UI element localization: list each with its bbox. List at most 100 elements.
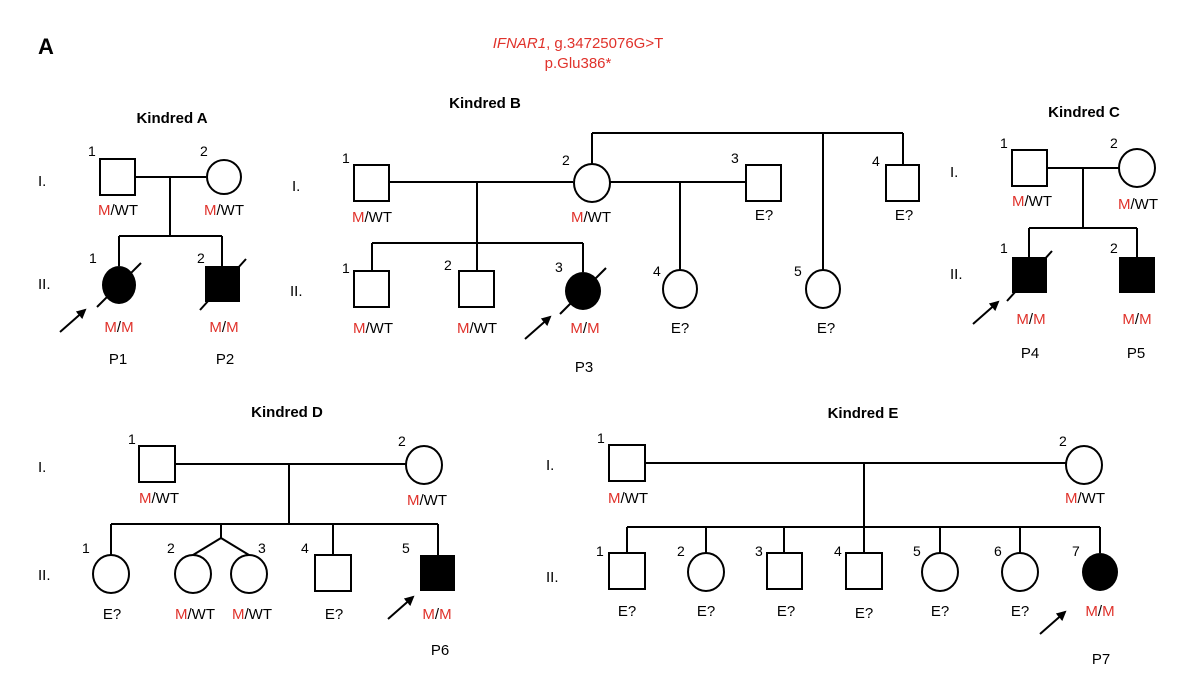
generation-label: I. [950, 164, 958, 181]
patient-label: P6 [431, 642, 449, 659]
member-number: 7 [1072, 543, 1080, 559]
proband-arrow [1039, 610, 1067, 635]
proband-arrow [59, 308, 87, 333]
genotype-unknown: E? [671, 320, 689, 337]
generation-label: I. [546, 457, 554, 474]
female-symbol [174, 554, 212, 594]
generation-label: I. [38, 173, 46, 190]
genotype-label: M/WT [1012, 193, 1052, 210]
member-number: 1 [89, 250, 97, 266]
genotype-label: M/WT [1118, 196, 1158, 213]
genotype-unknown: E? [755, 207, 773, 224]
kindred-b: Kindred B I. II. 1 2 3 4 1 [290, 95, 920, 376]
member-number: 1 [1000, 240, 1008, 256]
female-symbol [921, 552, 959, 592]
genotype-label: M/WT [139, 490, 179, 507]
kindred-b-title: Kindred B [449, 95, 521, 112]
male-symbol [353, 164, 390, 202]
male-symbol [138, 445, 176, 483]
genotype-label: M/M [1016, 311, 1045, 328]
genotype-label: M/WT [175, 606, 215, 623]
female-symbol [805, 269, 841, 309]
kindred-e-title: Kindred E [828, 405, 899, 422]
member-number: 3 [258, 540, 266, 556]
generation-label: II. [38, 567, 51, 584]
genotype-unknown: E? [777, 603, 795, 620]
member-number: 6 [994, 543, 1002, 559]
member-number: 1 [1000, 135, 1008, 151]
genotype-label: M/M [209, 319, 238, 336]
member-number: 4 [834, 543, 842, 559]
kindred-d: Kindred D I. II. 1 2 1 2 3 4 5 M/WT M/WT… [38, 404, 455, 659]
kindred-a-title: Kindred A [136, 110, 207, 127]
deceased-mark [1006, 250, 1053, 302]
female-symbol [573, 163, 611, 203]
genotype-unknown: E? [817, 320, 835, 337]
mutation-title: IFNAR1, g.34725076G>T [493, 35, 664, 52]
genotype-label: M/M [104, 319, 133, 336]
male-symbol [745, 164, 782, 202]
member-number: 4 [301, 540, 309, 556]
pedigree-lines [626, 462, 1101, 553]
member-number: 4 [653, 263, 661, 279]
patient-label: P5 [1127, 345, 1145, 362]
genotype-label: M/M [422, 606, 451, 623]
member-number: 1 [82, 540, 90, 556]
proband-arrow [524, 315, 552, 340]
member-number: 5 [402, 540, 410, 556]
genotype-unknown: E? [895, 207, 913, 224]
genotype-label: M/WT [608, 490, 648, 507]
member-number: 2 [197, 250, 205, 266]
female-symbol [1118, 148, 1156, 188]
member-number: 5 [794, 263, 802, 279]
member-number: 1 [128, 431, 136, 447]
female-symbol [230, 554, 268, 594]
affected-male-symbol [420, 555, 455, 591]
genotype-label: M/WT [98, 202, 138, 219]
male-symbol [766, 552, 803, 590]
member-number: 2 [1110, 240, 1118, 256]
male-symbol [885, 164, 920, 202]
genotype-label: M/WT [232, 606, 272, 623]
male-symbol [353, 270, 390, 308]
generation-label: II. [38, 276, 51, 293]
male-symbol [458, 270, 495, 308]
member-number: 2 [1059, 433, 1067, 449]
genotype-label: M/M [1122, 311, 1151, 328]
proband-arrow [387, 595, 415, 620]
affected-female-symbol [1082, 553, 1118, 591]
member-number: 3 [555, 259, 563, 275]
female-symbol [92, 554, 130, 594]
genotype-unknown: E? [325, 606, 343, 623]
female-symbol [1001, 552, 1039, 592]
patient-label: P1 [109, 351, 127, 368]
male-symbol [845, 552, 883, 590]
genotype-unknown: E? [855, 605, 873, 622]
kindred-d-title: Kindred D [251, 404, 323, 421]
member-number: 1 [342, 260, 350, 276]
female-symbol [1065, 445, 1103, 485]
generation-label: II. [950, 266, 963, 283]
kindred-c-title: Kindred C [1048, 104, 1120, 121]
member-number: 2 [167, 540, 175, 556]
generation-label: II. [546, 569, 559, 586]
generation-label: I. [292, 178, 300, 195]
member-number: 1 [596, 543, 604, 559]
patient-label: P4 [1021, 345, 1039, 362]
member-number: 2 [200, 143, 208, 159]
genotype-label: M/WT [457, 320, 497, 337]
male-symbol [99, 158, 136, 196]
male-symbol [314, 554, 352, 592]
member-number: 2 [398, 433, 406, 449]
patient-label: P7 [1092, 651, 1110, 668]
pedigree-lines [118, 176, 223, 266]
deceased-mark [559, 267, 607, 315]
mutation-protein: p.Glu386* [545, 55, 612, 72]
affected-male-symbol [1119, 257, 1155, 293]
member-number: 1 [342, 150, 350, 166]
patient-label: P3 [575, 359, 593, 376]
proband-arrow [972, 300, 1000, 325]
male-symbol [608, 552, 646, 590]
genotype-label: M/WT [407, 492, 447, 509]
